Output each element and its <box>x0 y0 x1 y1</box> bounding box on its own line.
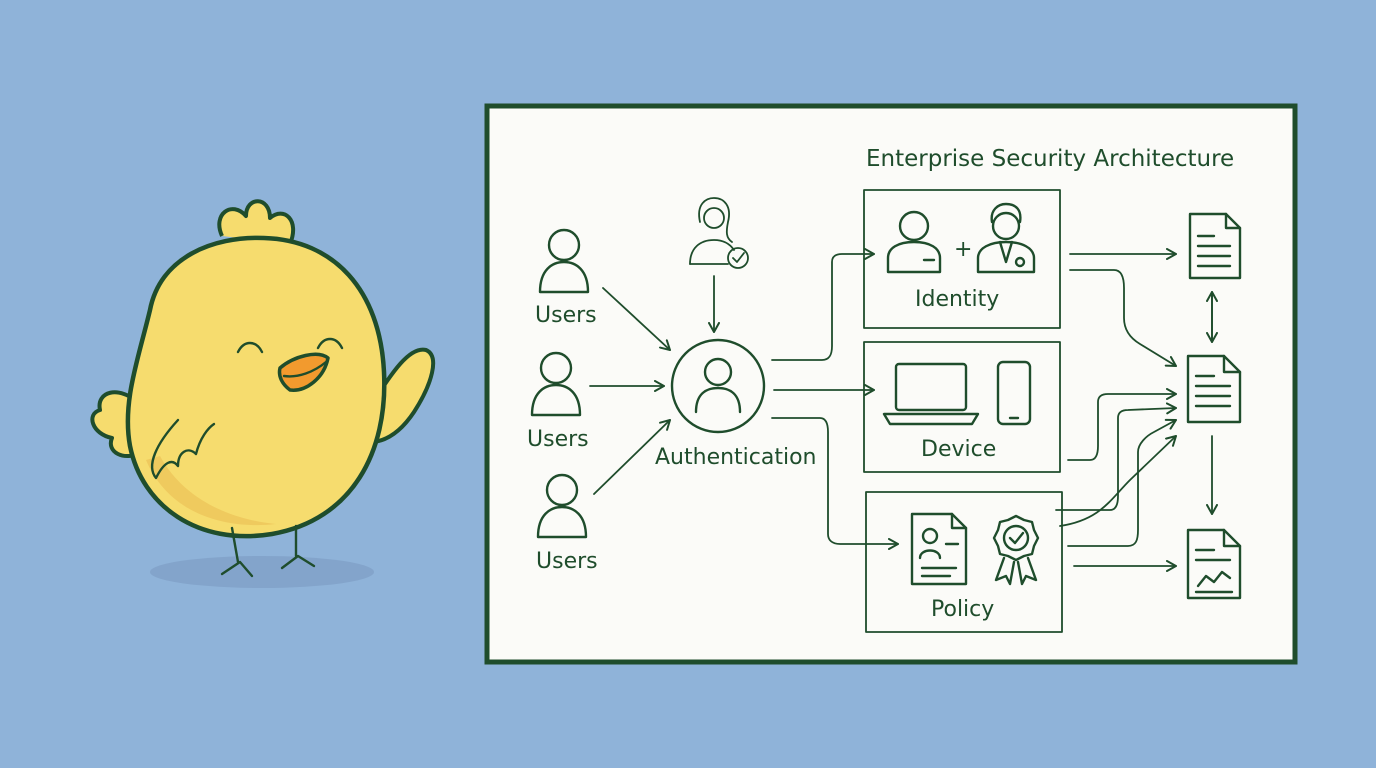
plus-sign: + <box>954 237 972 262</box>
policy-label: Policy <box>931 597 994 622</box>
arrow-users1-auth <box>602 287 671 351</box>
user-icon <box>536 473 588 539</box>
document-icon <box>1186 354 1242 424</box>
authentication-label: Authentication <box>655 445 817 470</box>
lock-user-icon <box>670 338 766 434</box>
laptop-icon <box>882 362 980 426</box>
arrow-users3-auth <box>593 419 671 495</box>
arrow-policy-doc2-a <box>1055 402 1177 511</box>
employee-icon <box>886 210 942 274</box>
admin-check-icon <box>689 197 749 269</box>
arrow-identity-doc2 <box>1069 269 1177 367</box>
arrow-auth-identity <box>771 248 875 361</box>
arrow-device-doc2 <box>1067 388 1177 461</box>
chick-mascot <box>90 199 436 588</box>
policy-box <box>865 491 1063 633</box>
diagram-panel <box>484 103 1298 665</box>
certificate-icon <box>910 512 968 586</box>
diagram-title: Enterprise Security Architecture <box>866 146 1234 172</box>
badge-check-icon <box>992 514 1040 586</box>
document-icon <box>1188 212 1242 280</box>
identity-label: Identity <box>915 287 999 312</box>
user-icon <box>530 351 582 417</box>
arrow-policy-doc2-c <box>1067 418 1177 547</box>
users-label-1: Users <box>535 303 597 328</box>
manager-gear-icon <box>976 202 1036 274</box>
device-box <box>863 341 1061 473</box>
phone-icon <box>996 360 1032 426</box>
arrow-policy-doc2-b <box>1059 435 1177 527</box>
arrow-auth-policy <box>771 417 899 550</box>
user-icon <box>538 228 590 294</box>
users-label-3: Users <box>536 549 598 574</box>
chart-document-icon <box>1186 528 1242 600</box>
users-label-2: Users <box>527 427 589 452</box>
device-label: Device <box>921 437 996 462</box>
